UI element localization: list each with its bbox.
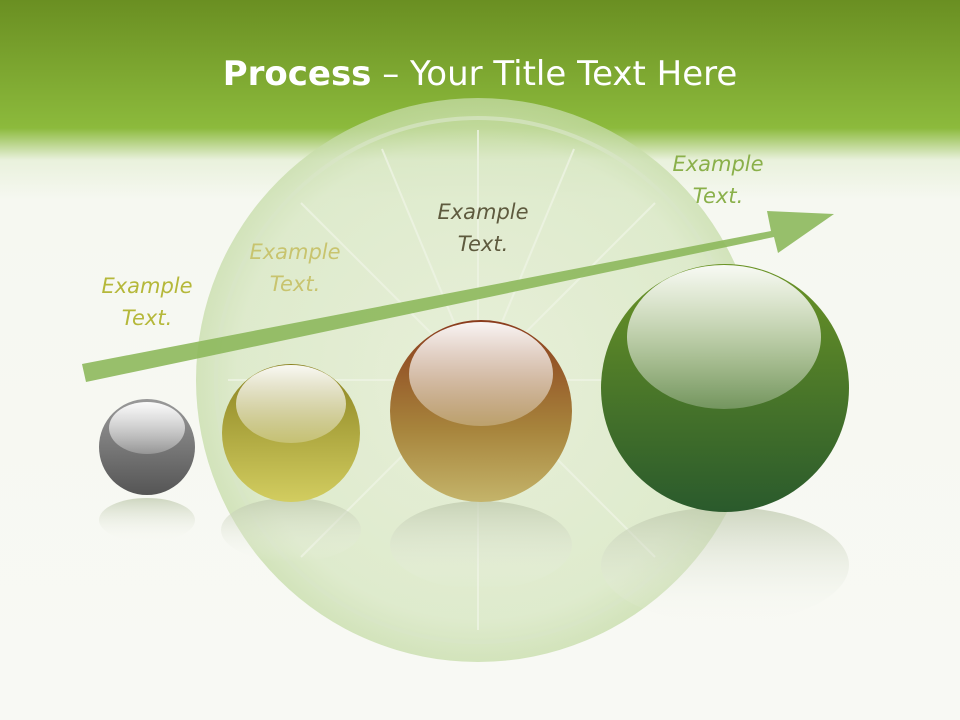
step-4-line2: Text.	[692, 184, 744, 208]
sphere-4-reflection	[601, 507, 849, 623]
sphere-3	[390, 320, 572, 502]
step-1-line2: Text.	[121, 306, 173, 330]
sphere-3-reflection	[390, 501, 572, 589]
step-4-line1: Example	[672, 152, 764, 176]
sphere-4	[601, 264, 849, 512]
step-3-line1: Example	[437, 200, 529, 224]
step-4-label: Example Text.	[638, 148, 798, 212]
step-2-line2: Text.	[269, 272, 321, 296]
sphere-2	[222, 364, 360, 502]
step-3-label: Example Text.	[403, 196, 563, 260]
step-1-label: Example Text.	[67, 270, 227, 334]
process-arrow	[82, 211, 834, 382]
sphere-2-reflection	[221, 498, 361, 562]
step-1-line1: Example	[101, 274, 193, 298]
step-2-line1: Example	[249, 240, 341, 264]
sphere-1	[99, 399, 195, 495]
step-3-line2: Text.	[457, 232, 509, 256]
step-2-label: Example Text.	[215, 236, 375, 300]
title-rest: – Your Title Text Here	[371, 54, 738, 94]
slide-title: Process – Your Title Text Here	[0, 54, 960, 94]
sphere-1-reflection	[99, 498, 195, 542]
title-bold: Process	[222, 54, 372, 94]
